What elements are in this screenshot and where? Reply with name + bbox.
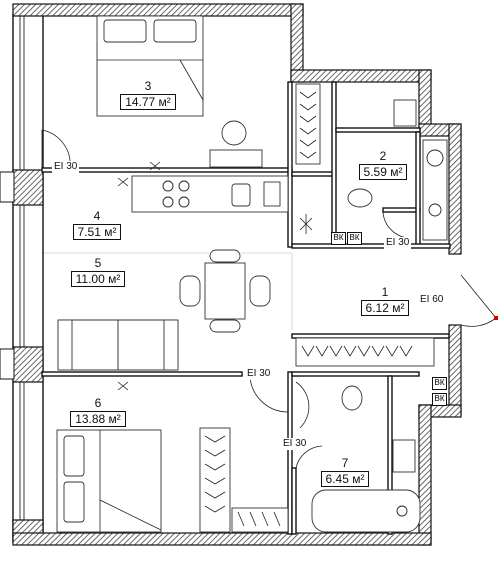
room-2-label: 2 5.59 м² [350,150,416,181]
ceiling-marks [117,161,313,391]
room-area: 13.88 м² [70,411,126,427]
fire-rating-tag: EI 30 [245,368,273,380]
room-number: 4 [93,209,101,223]
room-4-label: 4 7.51 м² [64,210,130,241]
room-area: 7.51 м² [72,224,122,240]
entry-door [460,274,498,327]
room-1-label: 1 6.12 м² [352,286,418,317]
vent-shaft-tag: ВК [432,393,447,406]
sofa [57,319,179,371]
kitchen-counter [131,175,289,213]
fire-rating-tag: EI 30 [281,438,309,450]
bed-bottom [56,429,162,533]
bed-top [96,15,263,168]
bathroom-7-fixtures [311,385,421,533]
room-number: 7 [341,456,349,470]
dining-table [179,249,271,333]
exterior-wall-right [12,324,462,546]
room-area: 6.12 м² [360,300,410,316]
room-5-label: 5 11.00 м² [62,257,134,288]
fire-rating-tag: EI 60 [418,294,446,306]
vent-shaft-tag: ВК [347,232,362,245]
wardrobe-hall [295,337,435,367]
room-number: 3 [144,79,152,93]
room-number: 1 [381,285,389,299]
exterior-wall-top [12,3,462,255]
bathroom-2-fixtures [347,99,448,241]
fire-rating-tag: EI 30 [52,161,80,173]
room-area: 5.59 м² [358,164,408,180]
room-7-label: 7 6.45 м² [309,457,381,488]
room-area: 6.45 м² [320,471,370,487]
zone-guides [42,252,293,330]
room-number: 5 [94,256,102,270]
vent-shaft-tag: ВК [331,232,346,245]
room-area: 14.77 м² [120,94,176,110]
wardrobe-top [295,83,321,165]
fire-rating-tag: EI 30 [384,237,412,249]
interior-walls [41,81,451,535]
vent-shaft-tag: ВК [432,377,447,390]
room-number: 6 [94,396,102,410]
room-6-label: 6 13.88 м² [62,397,134,428]
wardrobe-bedroom [199,427,289,533]
room-area: 11.00 м² [70,271,126,287]
exterior-wall-left [0,13,44,543]
room-number: 2 [379,149,387,163]
room-3-label: 3 14.77 м² [115,80,181,111]
